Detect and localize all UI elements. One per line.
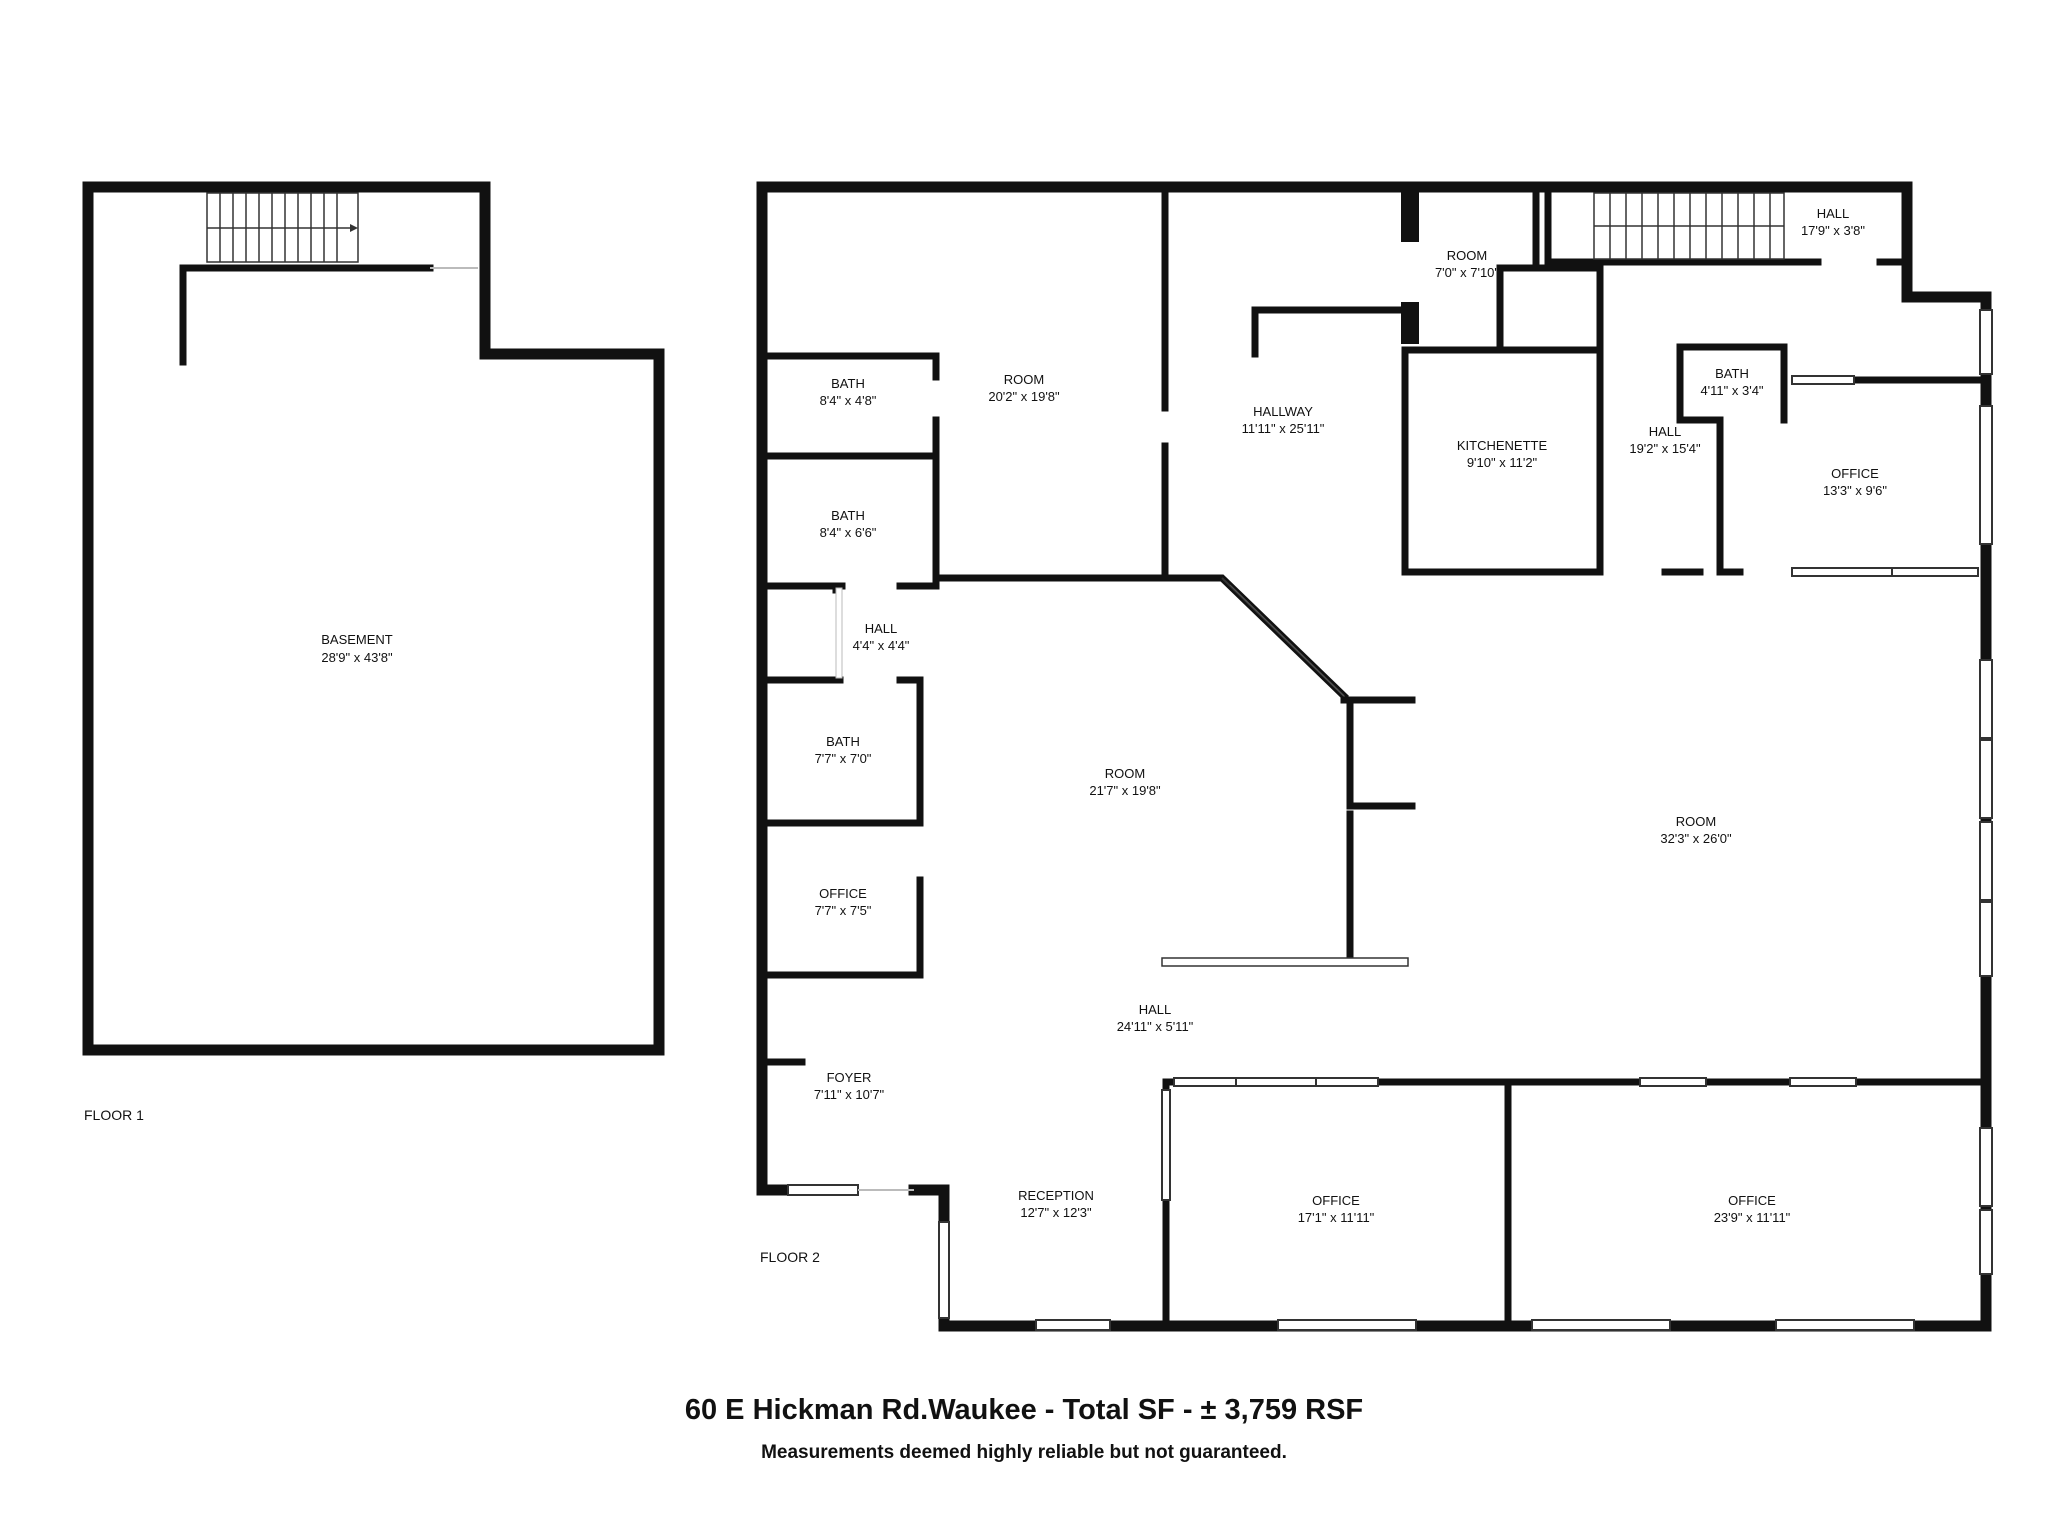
room-name: OFFICE bbox=[819, 886, 867, 901]
plan-disclaimer: Measurements deemed highly reliable but … bbox=[761, 1442, 1287, 1463]
room-size: 17'1" x 11'11" bbox=[1298, 1210, 1375, 1225]
room-name: RECEPTION bbox=[1018, 1188, 1094, 1203]
plan-title: 60 E Hickman Rd.Waukee - Total SF - ± 3,… bbox=[684, 1394, 1364, 1426]
room-size: 7'0" x 7'10" bbox=[1435, 265, 1499, 280]
floor-2-label: FLOOR 2 bbox=[760, 1249, 820, 1265]
floor-1-label: FLOOR 1 bbox=[84, 1107, 144, 1123]
room-size: 32'3" x 26'0" bbox=[1660, 831, 1732, 846]
room-size: 8'4" x 4'8" bbox=[820, 393, 877, 408]
room-size: 7'7" x 7'0" bbox=[815, 751, 872, 766]
floor-1-plan bbox=[82, 181, 665, 1056]
room-name: HALL bbox=[1817, 206, 1850, 221]
room-name: HALL bbox=[1139, 1002, 1172, 1017]
room-name: ROOM bbox=[1447, 248, 1487, 263]
room-size: 24'11" x 5'11" bbox=[1117, 1019, 1194, 1034]
room-name: HALLWAY bbox=[1253, 404, 1313, 419]
room-name: KITCHENETTE bbox=[1457, 438, 1548, 453]
room-size: 19'2" x 15'4" bbox=[1629, 441, 1701, 456]
room-name: ROOM bbox=[1676, 814, 1716, 829]
room-size: 20'2" x 19'8" bbox=[988, 389, 1060, 404]
room-name: HALL bbox=[1649, 424, 1682, 439]
room-name: BATH bbox=[826, 734, 860, 749]
room-size: 9'10" x 11'2" bbox=[1467, 455, 1538, 470]
room-size: 23'9" x 11'11" bbox=[1714, 1210, 1791, 1225]
room-name: FOYER bbox=[827, 1070, 872, 1085]
floor-1-stairs bbox=[206, 192, 359, 263]
floor-2-plan bbox=[756, 181, 1993, 1332]
room-name: HALL bbox=[865, 621, 898, 636]
room-name: OFFICE bbox=[1728, 1193, 1776, 1208]
room-size: 11'11" x 25'11" bbox=[1242, 421, 1325, 436]
room-name: ROOM bbox=[1004, 372, 1044, 387]
room-name: OFFICE bbox=[1831, 466, 1879, 481]
room-size: 28'9" x 43'8" bbox=[321, 650, 393, 665]
room-name: ROOM bbox=[1105, 766, 1145, 781]
room-size: 13'3" x 9'6" bbox=[1823, 483, 1887, 498]
room-size: 8'4" x 6'6" bbox=[820, 525, 877, 540]
room-name: OFFICE bbox=[1312, 1193, 1360, 1208]
room-size: 7'7" x 7'5" bbox=[815, 903, 872, 918]
room-size: 12'7" x 12'3" bbox=[1020, 1205, 1092, 1220]
room-name: BASEMENT bbox=[321, 632, 393, 647]
room-name: BATH bbox=[1715, 366, 1749, 381]
room-size: 21'7" x 19'8" bbox=[1089, 783, 1161, 798]
floor-labels: FLOOR 1 FLOOR 2 bbox=[84, 1107, 820, 1265]
room-size: 4'11" x 3'4" bbox=[1700, 383, 1763, 398]
room-size: 17'9" x 3'8" bbox=[1801, 223, 1865, 238]
room-labels: BASEMENT 28'9" x 43'8" BATH 8'4" x 4'8" … bbox=[321, 206, 1887, 1225]
floor-2-stairs bbox=[1593, 192, 1785, 260]
room-name: BATH bbox=[831, 376, 865, 391]
room-size: 4'4" x 4'4" bbox=[853, 638, 910, 653]
room-size: 7'11" x 10'7" bbox=[814, 1087, 885, 1102]
room-name: BATH bbox=[831, 508, 865, 523]
